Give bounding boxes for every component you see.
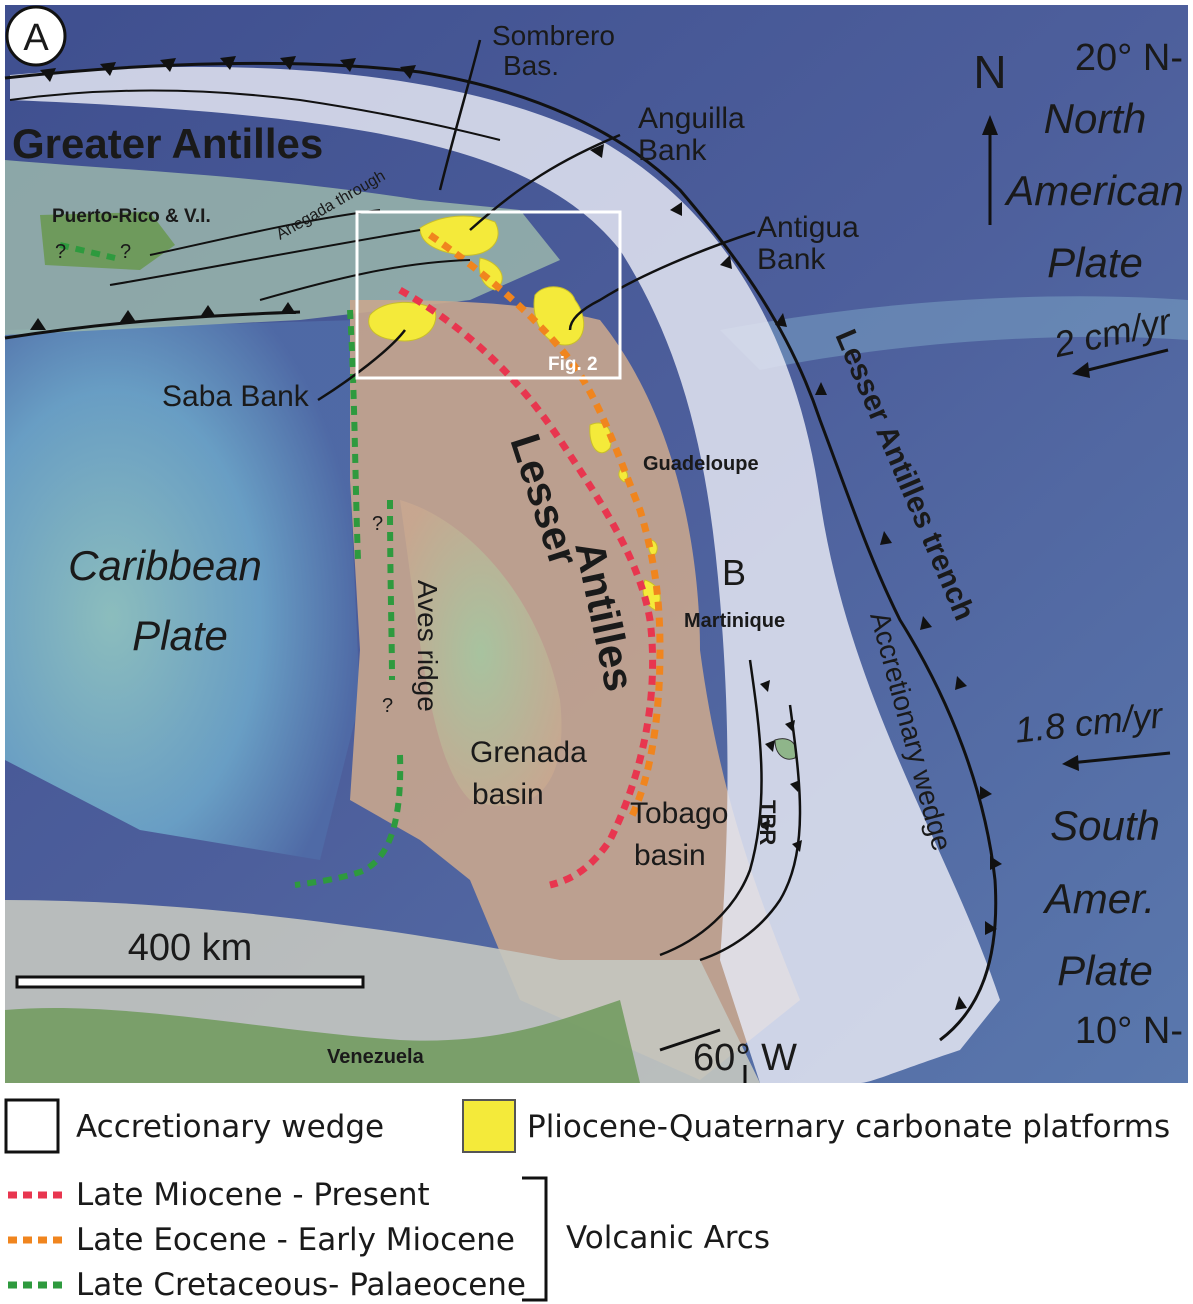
lesser-antilles-trench-line	[4, 61, 998, 1042]
lat-bottom-label: 10° N-	[1075, 1010, 1183, 1052]
trench-teeth	[30, 56, 1002, 1010]
south-american-plate-label: South Amer. Plate	[1042, 802, 1160, 994]
carbonate-platform-saba	[368, 301, 437, 342]
tbr-east-fault	[699, 704, 802, 962]
svg-text:Grenada: Grenada	[470, 736, 587, 769]
anguilla-label: Anguilla Bank	[638, 102, 745, 167]
scale-bar-label: 400 km	[128, 927, 253, 969]
saba-bank-label: Saba Bank	[162, 380, 310, 413]
fig2-box	[355, 210, 622, 380]
svg-text:Tobago: Tobago	[630, 797, 728, 830]
svg-text:Plate: Plate	[1047, 239, 1143, 286]
caribbean-sea	[5, 320, 360, 860]
arc-cretaceous-line-mid	[387, 499, 395, 681]
puerto-rico-land	[40, 212, 175, 270]
scale-bar	[15, 975, 365, 989]
velocity-north-arrow	[1079, 348, 1169, 374]
tbr-west-fault	[659, 659, 763, 957]
muertos-trough-line	[4, 310, 301, 340]
antigua-leader	[568, 230, 756, 331]
arc-cretaceous-line-west	[347, 309, 361, 561]
north-label: N	[973, 46, 1006, 98]
saba-leader	[317, 329, 406, 402]
carbonate-platform-anguilla	[419, 215, 499, 256]
tobago-basin-label: Tobago basin	[630, 797, 728, 872]
lon-tick-line	[659, 1028, 721, 1052]
velocity-north-arrow-icon	[1072, 362, 1090, 378]
tbr-label: TBR	[755, 800, 780, 845]
legend-label-late-eocene: Late Eocene - Early Miocene	[76, 1222, 515, 1258]
arc-cretaceous-line-south	[294, 754, 404, 888]
venezuela-label: Venezuela	[327, 1046, 425, 1068]
panel-label-circle	[5, 5, 67, 67]
anguilla-leader	[469, 133, 621, 231]
lon-label: 60° W	[693, 1037, 797, 1079]
greater-antilles-shelf	[5, 160, 560, 335]
svg-text:North: North	[1044, 95, 1147, 142]
panel-label: A	[23, 17, 49, 59]
legend-label-late-miocene: Late Miocene - Present	[76, 1177, 430, 1213]
sombrero-leader	[438, 39, 482, 191]
anegada-fault-1	[149, 209, 381, 256]
legend-bracket	[522, 1176, 548, 1302]
tobago-island	[774, 738, 797, 760]
svg-text:Anguilla: Anguilla	[638, 102, 745, 135]
north-arrow-icon	[982, 115, 998, 135]
question-mark-aves-2: ?	[382, 695, 393, 717]
sombrero-label: Sombrero Bas.	[492, 20, 615, 81]
svg-text:basin: basin	[634, 839, 706, 872]
question-mark-pr-2: ?	[120, 241, 131, 263]
carbonate-platform-guadeloupe	[589, 422, 612, 454]
svg-text:Bas.: Bas.	[503, 50, 559, 81]
north-american-plate-label: North American Plate	[1003, 95, 1183, 286]
velocity-south-arrow-icon	[1062, 755, 1079, 771]
arc-late-miocene-line	[398, 286, 657, 889]
guadeloupe-label: Guadeloupe	[643, 453, 759, 475]
greater-antilles-label: Greater Antilles	[12, 120, 323, 167]
question-mark-pr-1: ?	[55, 241, 66, 263]
anegada-fault-2	[109, 229, 421, 286]
svg-text:South: South	[1050, 802, 1160, 849]
strike-slip-fault	[9, 89, 501, 141]
arc-platform	[350, 300, 800, 1080]
svg-text:Caribbean: Caribbean	[68, 542, 262, 589]
venezuela-land	[5, 1000, 640, 1083]
b-label: B	[722, 552, 746, 593]
legend-label-carbonate: Pliocene-Quaternary carbonate platforms	[527, 1109, 1170, 1145]
grenada-basin-label: Grenada basin	[470, 736, 587, 811]
lat-top-label: 20° N-	[1075, 37, 1183, 79]
legend-label-wedge: Accretionary wedge	[76, 1109, 384, 1145]
aves-ridge-label: Aves ridge	[412, 580, 443, 712]
question-mark-aves-1: ?	[372, 513, 383, 535]
grenada-basin	[400, 500, 562, 806]
velocity-south-arrow	[1069, 751, 1171, 765]
fault-lines	[4, 39, 998, 1083]
anegada-fault-3	[259, 259, 471, 301]
legend-label-volcanic-arcs: Volcanic Arcs	[566, 1220, 770, 1256]
tbr-teeth	[760, 680, 802, 852]
legend-swatch-wedge	[4, 1098, 60, 1154]
svg-text:Bank: Bank	[638, 134, 707, 167]
legend-label-late-cretaceous: Late Cretaceous- Palaeocene	[76, 1267, 526, 1303]
atlantic-ridge	[720, 296, 1188, 370]
svg-text:American: American	[1003, 167, 1183, 214]
arc-late-eocene-line	[427, 232, 664, 822]
svg-text:Sombrero: Sombrero	[492, 20, 615, 51]
caribbean-plate-label: Caribbean Plate	[68, 542, 262, 659]
svg-text:Antigua: Antigua	[757, 211, 859, 244]
svg-text:Amer.: Amer.	[1042, 875, 1155, 922]
svg-text:basin: basin	[472, 778, 544, 811]
svg-text:Plate: Plate	[1057, 947, 1153, 994]
svg-text:Bank: Bank	[757, 243, 826, 276]
accretionary-wedge-area	[10, 66, 1000, 1084]
puerto-rico-label: Puerto-Rico & V.I.	[52, 206, 211, 227]
antigua-label: Antigua Bank	[757, 211, 859, 276]
fig2-label: Fig. 2	[548, 354, 598, 375]
martinique-label: Martinique	[684, 610, 785, 632]
legend-swatch-carbonate	[462, 1099, 516, 1153]
svg-text:Plate: Plate	[132, 612, 228, 659]
